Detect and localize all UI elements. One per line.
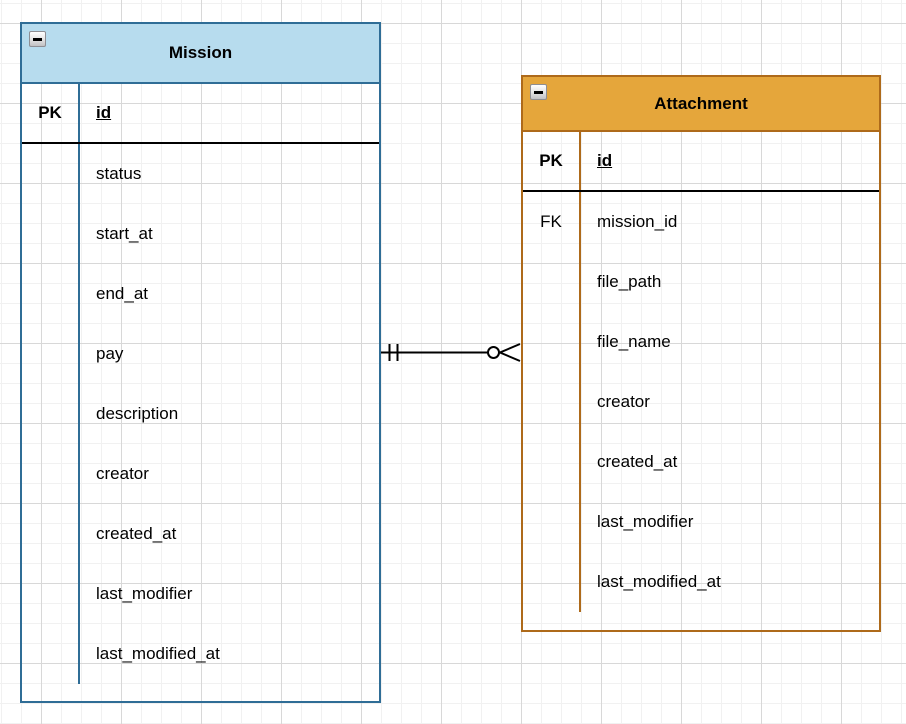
entity-mission-header: Mission [22, 24, 379, 84]
table-row[interactable]: created_at [523, 432, 879, 492]
row-key [523, 552, 581, 612]
row-key [22, 564, 80, 624]
row-key [22, 324, 80, 384]
table-row[interactable]: end_at [22, 264, 379, 324]
row-key [22, 204, 80, 264]
collapse-button[interactable] [29, 31, 46, 47]
row-field-label: start_at [96, 224, 153, 243]
row-field-label: description [96, 404, 179, 423]
entity-title: Attachment [654, 93, 748, 113]
row-field-label: id [597, 151, 613, 170]
table-row[interactable]: FK mission_id [523, 192, 879, 252]
row-key [22, 624, 80, 684]
table-row[interactable]: created_at [22, 504, 379, 564]
row-key [523, 312, 581, 372]
table-row[interactable]: last_modified_at [523, 552, 879, 612]
collapse-button[interactable] [530, 84, 547, 100]
row-key [22, 384, 80, 444]
row-field-label: last_modifier [96, 584, 193, 603]
table-row[interactable]: start_at [22, 204, 379, 264]
table-row[interactable]: last_modifier [523, 492, 879, 552]
table-row[interactable]: pay [22, 324, 379, 384]
row-key: FK [523, 192, 581, 252]
row-field-label: creator [597, 392, 650, 411]
row-field-label: id [96, 103, 112, 122]
row-field-label: status [96, 164, 142, 183]
row-key [22, 444, 80, 504]
table-row[interactable]: PK id [523, 132, 879, 192]
one-and-only-one-notation [388, 344, 399, 361]
row-key: PK [22, 84, 80, 142]
row-field-label: file_path [597, 272, 662, 291]
row-field-label: end_at [96, 284, 148, 303]
table-row[interactable]: last_modified_at [22, 624, 379, 684]
row-field-label: creator [96, 464, 149, 483]
entity-attachment-header: Attachment [523, 77, 879, 132]
entity-mission[interactable]: Mission PK id status start_at end_at pay… [20, 22, 381, 703]
table-row[interactable]: description [22, 384, 379, 444]
row-key [22, 504, 80, 564]
table-row[interactable]: status [22, 144, 379, 204]
row-field-label: last_modified_at [96, 644, 220, 663]
minus-icon [534, 90, 543, 94]
table-row[interactable]: creator [523, 372, 879, 432]
row-key [523, 372, 581, 432]
entity-attachment[interactable]: Attachment PK id FK mission_id file_path… [521, 75, 881, 632]
table-row[interactable]: file_name [523, 312, 879, 372]
row-key: PK [523, 132, 581, 190]
zero-or-many-crowfoot-notation [487, 343, 521, 362]
minus-icon [33, 37, 42, 41]
row-key [523, 492, 581, 552]
entity-title: Mission [168, 43, 233, 62]
row-field-label: created_at [96, 524, 177, 543]
table-row[interactable]: file_path [523, 252, 879, 312]
row-key [22, 264, 80, 324]
table-row[interactable]: creator [22, 444, 379, 504]
row-field-label: file_name [597, 332, 671, 351]
row-key [523, 252, 581, 312]
row-field-label: mission_id [597, 212, 678, 231]
table-row[interactable]: last_modifier [22, 564, 379, 624]
row-key [22, 144, 80, 204]
row-field-label: pay [96, 344, 124, 363]
table-row[interactable]: PK id [22, 84, 379, 144]
row-field-label: created_at [597, 452, 678, 471]
row-key [523, 432, 581, 492]
row-field-label: last_modified_at [597, 572, 721, 591]
row-field-label: last_modifier [597, 512, 694, 531]
